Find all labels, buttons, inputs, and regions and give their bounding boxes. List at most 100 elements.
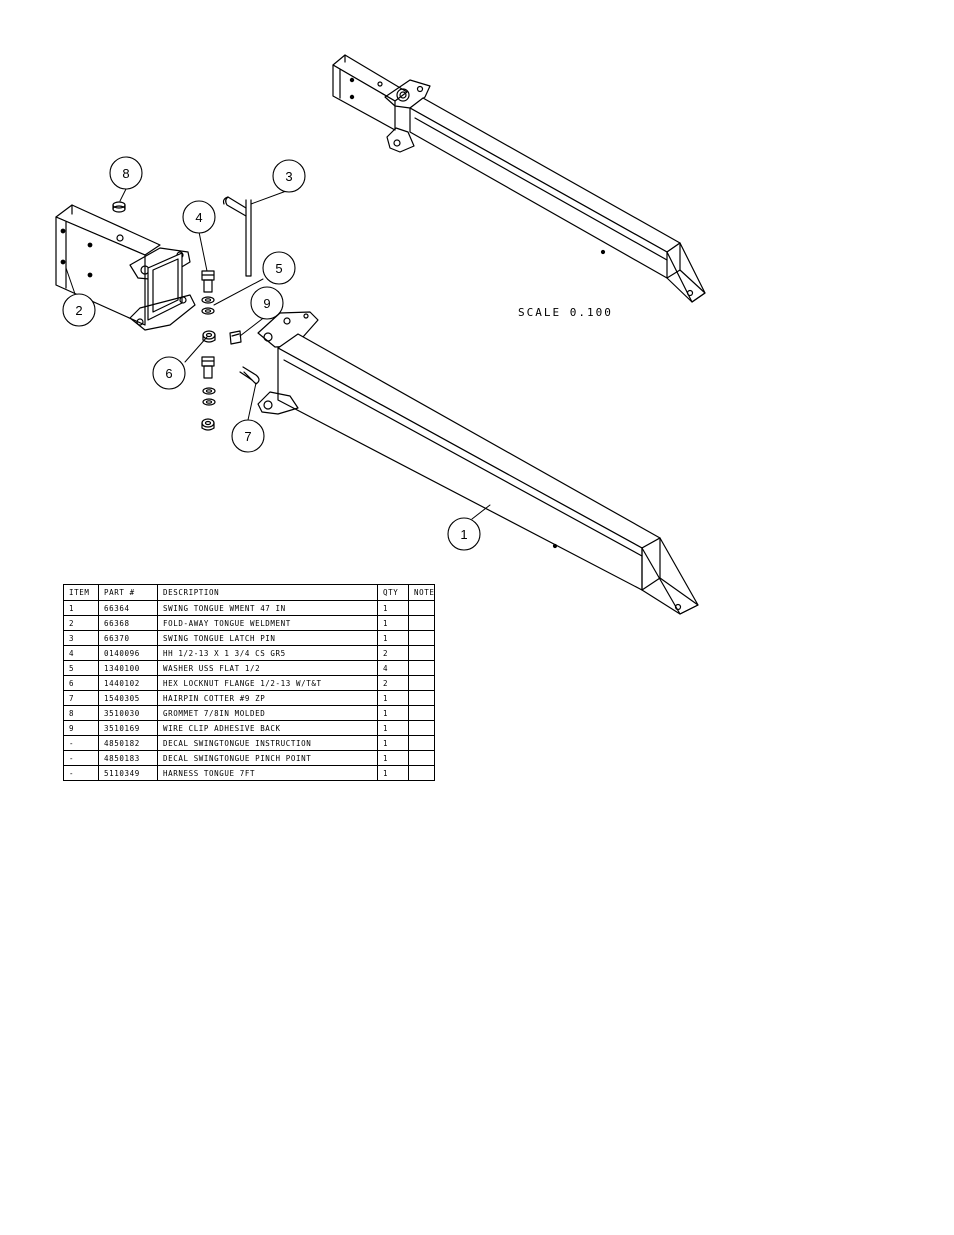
bom-cell-part: 3510169 bbox=[98, 720, 158, 736]
swing-tongue-weldment bbox=[257, 311, 699, 615]
bom-cell-note bbox=[407, 705, 436, 721]
bom-header-item: ITEM bbox=[63, 584, 99, 601]
bom-cell-description: WIRE CLIP ADHESIVE BACK bbox=[157, 720, 378, 736]
bom-cell-note bbox=[407, 765, 436, 781]
bom-cell-item: 3 bbox=[63, 630, 99, 646]
bom-cell-qty: 1 bbox=[377, 705, 409, 721]
bom-cell-qty: 1 bbox=[377, 600, 409, 616]
balloon-2-label: 2 bbox=[75, 303, 82, 318]
item-balloons: 8 3 4 5 2 9 6 7 bbox=[62, 156, 481, 551]
bom-cell-qty: 1 bbox=[377, 615, 409, 631]
bom-cell-qty: 4 bbox=[377, 660, 409, 676]
fold-away-weldment bbox=[55, 204, 196, 331]
bom-cell-note bbox=[407, 735, 436, 751]
balloon-5-label: 5 bbox=[275, 261, 282, 276]
bom-cell-note bbox=[407, 750, 436, 766]
balloon-3-label: 3 bbox=[285, 169, 292, 184]
balloon-8: 8 bbox=[109, 156, 143, 190]
balloon-1-label: 1 bbox=[460, 527, 467, 542]
bom-cell-qty: 1 bbox=[377, 630, 409, 646]
exploded-assembly-drawing: 8 3 4 5 2 9 6 7 bbox=[55, 54, 706, 615]
balloon-9: 9 bbox=[250, 286, 284, 320]
bom-cell-description: HAIRPIN COTTER #9 ZP bbox=[157, 690, 378, 706]
balloon-9-label: 9 bbox=[263, 296, 270, 311]
bom-cell-description: DECAL SWINGTONGUE PINCH POINT bbox=[157, 750, 378, 766]
bom-cell-description: HEX LOCKNUT FLANGE 1/2-13 W/T&T bbox=[157, 675, 378, 691]
bom-header-qty: QTY bbox=[377, 584, 409, 601]
assembled-tongue-view bbox=[332, 54, 706, 303]
bom-cell-note bbox=[407, 690, 436, 706]
bom-cell-part: 4850182 bbox=[98, 735, 158, 751]
balloon-3: 3 bbox=[272, 159, 306, 193]
bom-cell-part: 1540305 bbox=[98, 690, 158, 706]
bom-cell-part: 66364 bbox=[98, 600, 158, 616]
bom-cell-item: 2 bbox=[63, 615, 99, 631]
bom-cell-note bbox=[407, 660, 436, 676]
leader-lines bbox=[65, 188, 491, 520]
bom-cell-note bbox=[407, 675, 436, 691]
bom-cell-item: 7 bbox=[63, 690, 99, 706]
bom-cell-qty: 1 bbox=[377, 690, 409, 706]
bom-cell-item: 1 bbox=[63, 600, 99, 616]
bom-cell-qty: 2 bbox=[377, 675, 409, 691]
wire-clip bbox=[229, 330, 242, 345]
balloon-4-label: 4 bbox=[195, 210, 202, 225]
bom-cell-qty: 1 bbox=[377, 765, 409, 781]
balloon-1: 1 bbox=[447, 517, 481, 551]
bom-cell-qty: 2 bbox=[377, 645, 409, 661]
bom-cell-description: DECAL SWINGTONGUE INSTRUCTION bbox=[157, 735, 378, 751]
bom-cell-note bbox=[407, 645, 436, 661]
bom-cell-item: - bbox=[63, 735, 99, 751]
bom-cell-note bbox=[407, 720, 436, 736]
bom-cell-item: 9 bbox=[63, 720, 99, 736]
bom-header-note: NOTE bbox=[407, 584, 436, 601]
bom-cell-description: GROMMET 7/8IN MOLDED bbox=[157, 705, 378, 721]
bom-header-part: PART # bbox=[98, 584, 158, 601]
bom-cell-note bbox=[407, 615, 436, 631]
bom-cell-qty: 1 bbox=[377, 735, 409, 751]
bom-cell-part: 66368 bbox=[98, 615, 158, 631]
balloon-5: 5 bbox=[262, 251, 296, 285]
balloon-2: 2 bbox=[62, 293, 96, 327]
bom-cell-description: SWING TONGUE WMENT 47 IN bbox=[157, 600, 378, 616]
scale-note: SCALE 0.100 bbox=[518, 306, 613, 319]
latch-pin bbox=[222, 196, 252, 277]
bom-cell-part: 0140096 bbox=[98, 645, 158, 661]
bom-cell-note bbox=[407, 630, 436, 646]
bom-cell-part: 1340100 bbox=[98, 660, 158, 676]
bom-cell-item: 4 bbox=[63, 645, 99, 661]
hairpin-cotter bbox=[239, 366, 260, 385]
bom-cell-description: WASHER USS FLAT 1/2 bbox=[157, 660, 378, 676]
bom-cell-item: - bbox=[63, 765, 99, 781]
bom-cell-description: SWING TONGUE LATCH PIN bbox=[157, 630, 378, 646]
bom-cell-part: 4850183 bbox=[98, 750, 158, 766]
bom-cell-item: 8 bbox=[63, 705, 99, 721]
bom-header-description: DESCRIPTION bbox=[157, 584, 378, 601]
bom-cell-qty: 1 bbox=[377, 750, 409, 766]
bom-cell-note bbox=[407, 600, 436, 616]
bom-cell-qty: 1 bbox=[377, 720, 409, 736]
balloon-6-label: 6 bbox=[165, 366, 172, 381]
balloon-7-label: 7 bbox=[244, 429, 251, 444]
grommet bbox=[112, 201, 126, 213]
bom-cell-item: 5 bbox=[63, 660, 99, 676]
balloon-6: 6 bbox=[152, 356, 186, 390]
balloon-8-label: 8 bbox=[122, 166, 129, 181]
bom-cell-part: 1440102 bbox=[98, 675, 158, 691]
bom-cell-part: 66370 bbox=[98, 630, 158, 646]
bom-cell-item: - bbox=[63, 750, 99, 766]
bom-cell-description: FOLD-AWAY TONGUE WELDMENT bbox=[157, 615, 378, 631]
bom-cell-description: HH 1/2-13 X 1 3/4 CS GR5 bbox=[157, 645, 378, 661]
